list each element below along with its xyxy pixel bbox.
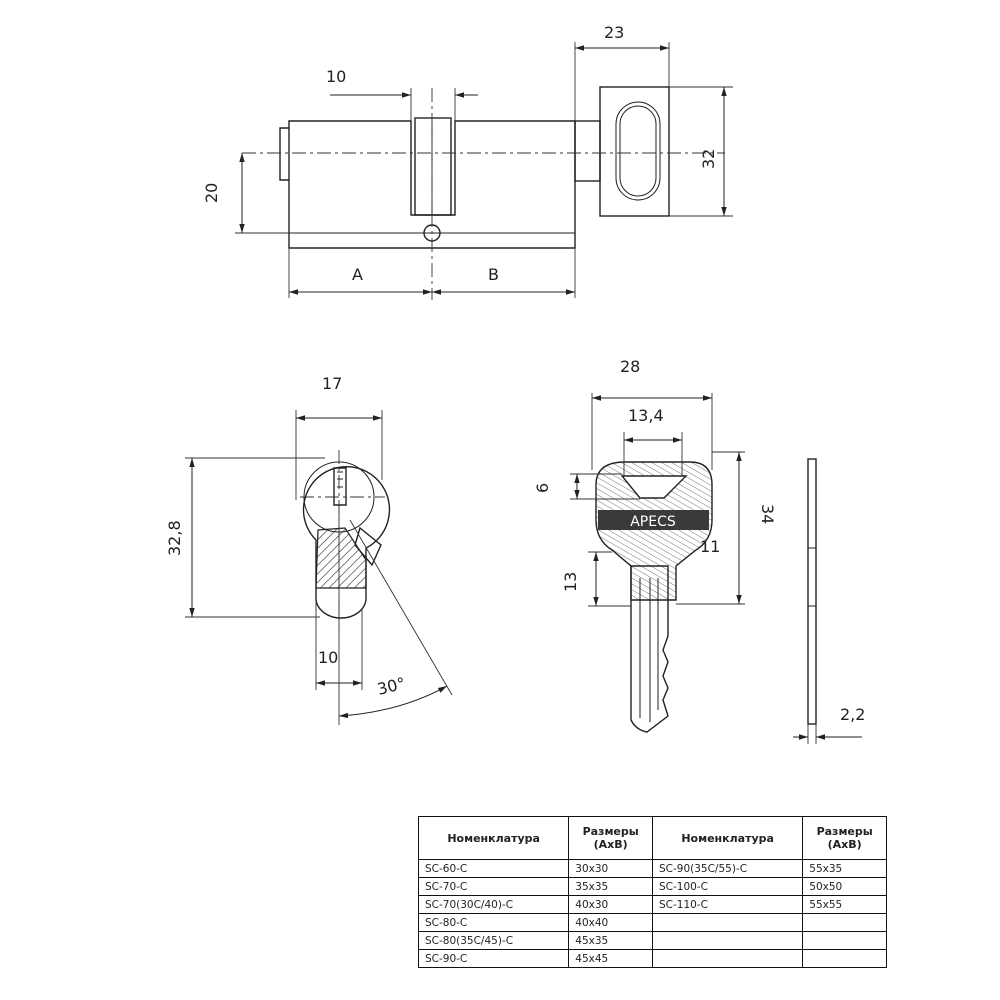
key-blade-offset-label: 13 <box>561 572 580 592</box>
table-row: SC-80-C 40x40 <box>417 913 887 932</box>
hatched-section <box>315 527 367 589</box>
table-cell: SC-80-C <box>417 913 570 932</box>
table-cell: SC-90-C <box>417 949 570 968</box>
keyway <box>333 467 347 506</box>
table-header-row: Номенклатура Размеры (АхВ) Номенклатура … <box>417 816 887 860</box>
table-cell: SC-60-C <box>417 859 570 878</box>
key-brand-label: APECS <box>630 514 676 530</box>
cylinder-side-view: 10 23 32 20 A B <box>202 23 733 300</box>
table-cell: 45x45 <box>568 949 653 968</box>
profile-width-label: 17 <box>322 374 342 393</box>
table-cell: 30x30 <box>568 859 653 878</box>
profile-outline <box>302 466 391 619</box>
table-cell: SC-100-C <box>651 877 804 896</box>
specification-table: Номенклатура Размеры (АхВ) Номенклатура … <box>417 816 887 968</box>
cylinder-profile-view: 17 32,8 10 30° <box>165 374 453 725</box>
key-hole-height-label: 6 <box>533 483 552 493</box>
table-cell <box>802 913 887 932</box>
key-shoulder-label: 11 <box>700 537 720 556</box>
bottom-width-label: 10 <box>318 648 338 667</box>
key-head <box>595 461 713 601</box>
table-cell <box>802 931 887 950</box>
key-width-label: 28 <box>620 357 640 376</box>
table-cell: SC-80(35C/45)-C <box>417 931 570 950</box>
brand-band <box>598 510 709 530</box>
cam-angle-label: 30° <box>375 674 407 699</box>
knob-shaft <box>574 120 601 182</box>
table-cell: SC-70-C <box>417 877 570 896</box>
length-b-label: B <box>488 265 499 284</box>
length-a-label: A <box>352 265 363 284</box>
key-height-label: 34 <box>758 504 777 524</box>
table-header-cell: Размеры (АхВ) <box>568 816 653 860</box>
table-cell: 40x40 <box>568 913 653 932</box>
table-cell: 55x55 <box>802 895 887 914</box>
table-cell: 40x30 <box>568 895 653 914</box>
table-header-cell: Номенклатура <box>651 816 804 860</box>
table-cell <box>651 931 804 950</box>
key-hole <box>620 475 688 499</box>
table-row: SC-70-C 35x35 SC-100-C 50x50 <box>417 877 887 896</box>
cylinder-left-cap <box>279 127 289 181</box>
cam-slot <box>414 117 452 216</box>
key-view: APECS 28 13,4 6 34 11 13 <box>533 357 865 744</box>
table-cell <box>651 949 804 968</box>
knob-height-label: 32 <box>699 149 718 169</box>
table-cell: 55x35 <box>802 859 887 878</box>
table-cell: 45x35 <box>568 931 653 950</box>
table-cell: SC-70(30C/40)-C <box>417 895 570 914</box>
cam-width-label: 10 <box>326 67 346 86</box>
table-cell: 50x50 <box>802 877 887 896</box>
table-header-cell: Номенклатура <box>417 816 570 860</box>
knob-width-label: 23 <box>604 23 624 42</box>
table-row: SC-70(30C/40)-C 40x30 SC-110-C 55x55 <box>417 895 887 914</box>
table-row: SC-90-C 45x45 <box>417 949 887 968</box>
key-inner-width-label: 13,4 <box>628 406 664 425</box>
table-cell: SC-90(35C/55)-C <box>651 859 804 878</box>
key-thickness-label: 2,2 <box>840 705 865 724</box>
table-header-cell: Размеры (АхВ) <box>802 816 887 860</box>
key-blade <box>630 565 669 733</box>
thumb-turn-knob <box>599 86 670 217</box>
table-row: SC-60-C 30x30 SC-90(35C/55)-C 55x35 <box>417 859 887 878</box>
key-edge-view <box>807 458 817 725</box>
cylinder-height-label: 20 <box>202 183 221 203</box>
table-cell <box>802 949 887 968</box>
table-cell <box>651 913 804 932</box>
cam <box>354 526 382 567</box>
profile-height-label: 32,8 <box>165 520 184 556</box>
table-cell: SC-110-C <box>651 895 804 914</box>
table-cell: 35x35 <box>568 877 653 896</box>
table-row: SC-80(35C/45)-C 45x35 <box>417 931 887 950</box>
